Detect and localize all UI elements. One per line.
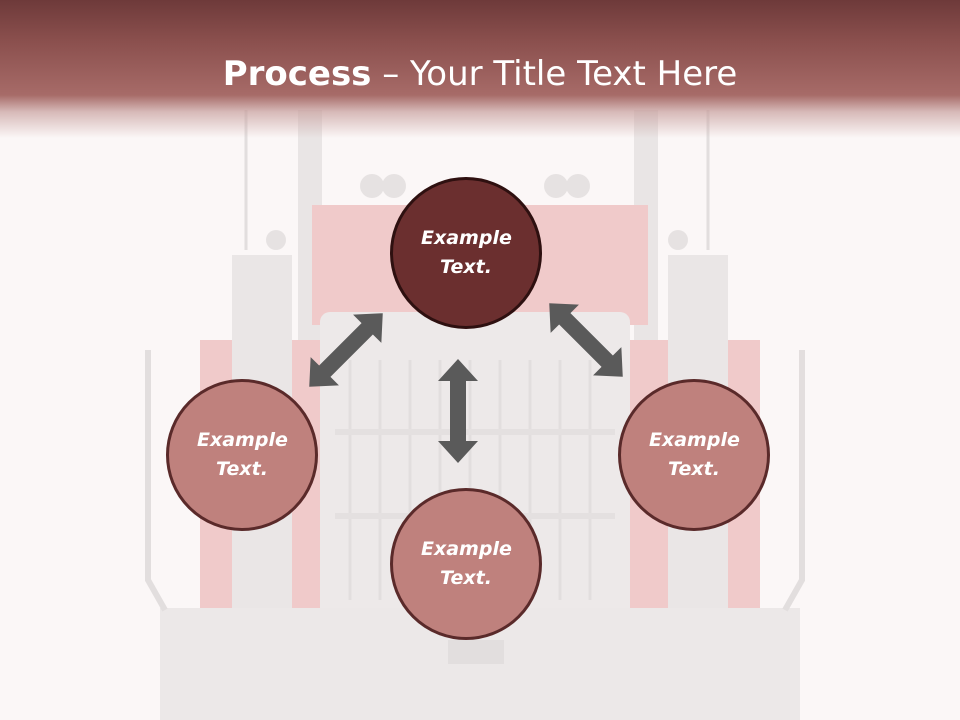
circle-bottom-text: Example Text. — [421, 538, 512, 589]
title-bold: Process — [222, 54, 372, 94]
circle-top-text: Example Text. — [421, 227, 512, 278]
circle-right[interactable]: Example Text. — [618, 379, 770, 531]
circle-left-text: Example Text. — [197, 429, 288, 480]
slide-title: Process – Your Title Text Here — [0, 52, 960, 96]
circle-top[interactable]: Example Text. — [390, 177, 542, 329]
arrow-top-right — [535, 289, 637, 391]
arrow-center-vertical — [438, 359, 478, 463]
title-banner — [0, 0, 960, 140]
arrow-top-left — [295, 299, 397, 401]
title-rest: – Your Title Text Here — [371, 54, 738, 94]
circle-bottom[interactable]: Example Text. — [390, 488, 542, 640]
circle-right-text: Example Text. — [649, 429, 740, 480]
circle-left[interactable]: Example Text. — [166, 379, 318, 531]
